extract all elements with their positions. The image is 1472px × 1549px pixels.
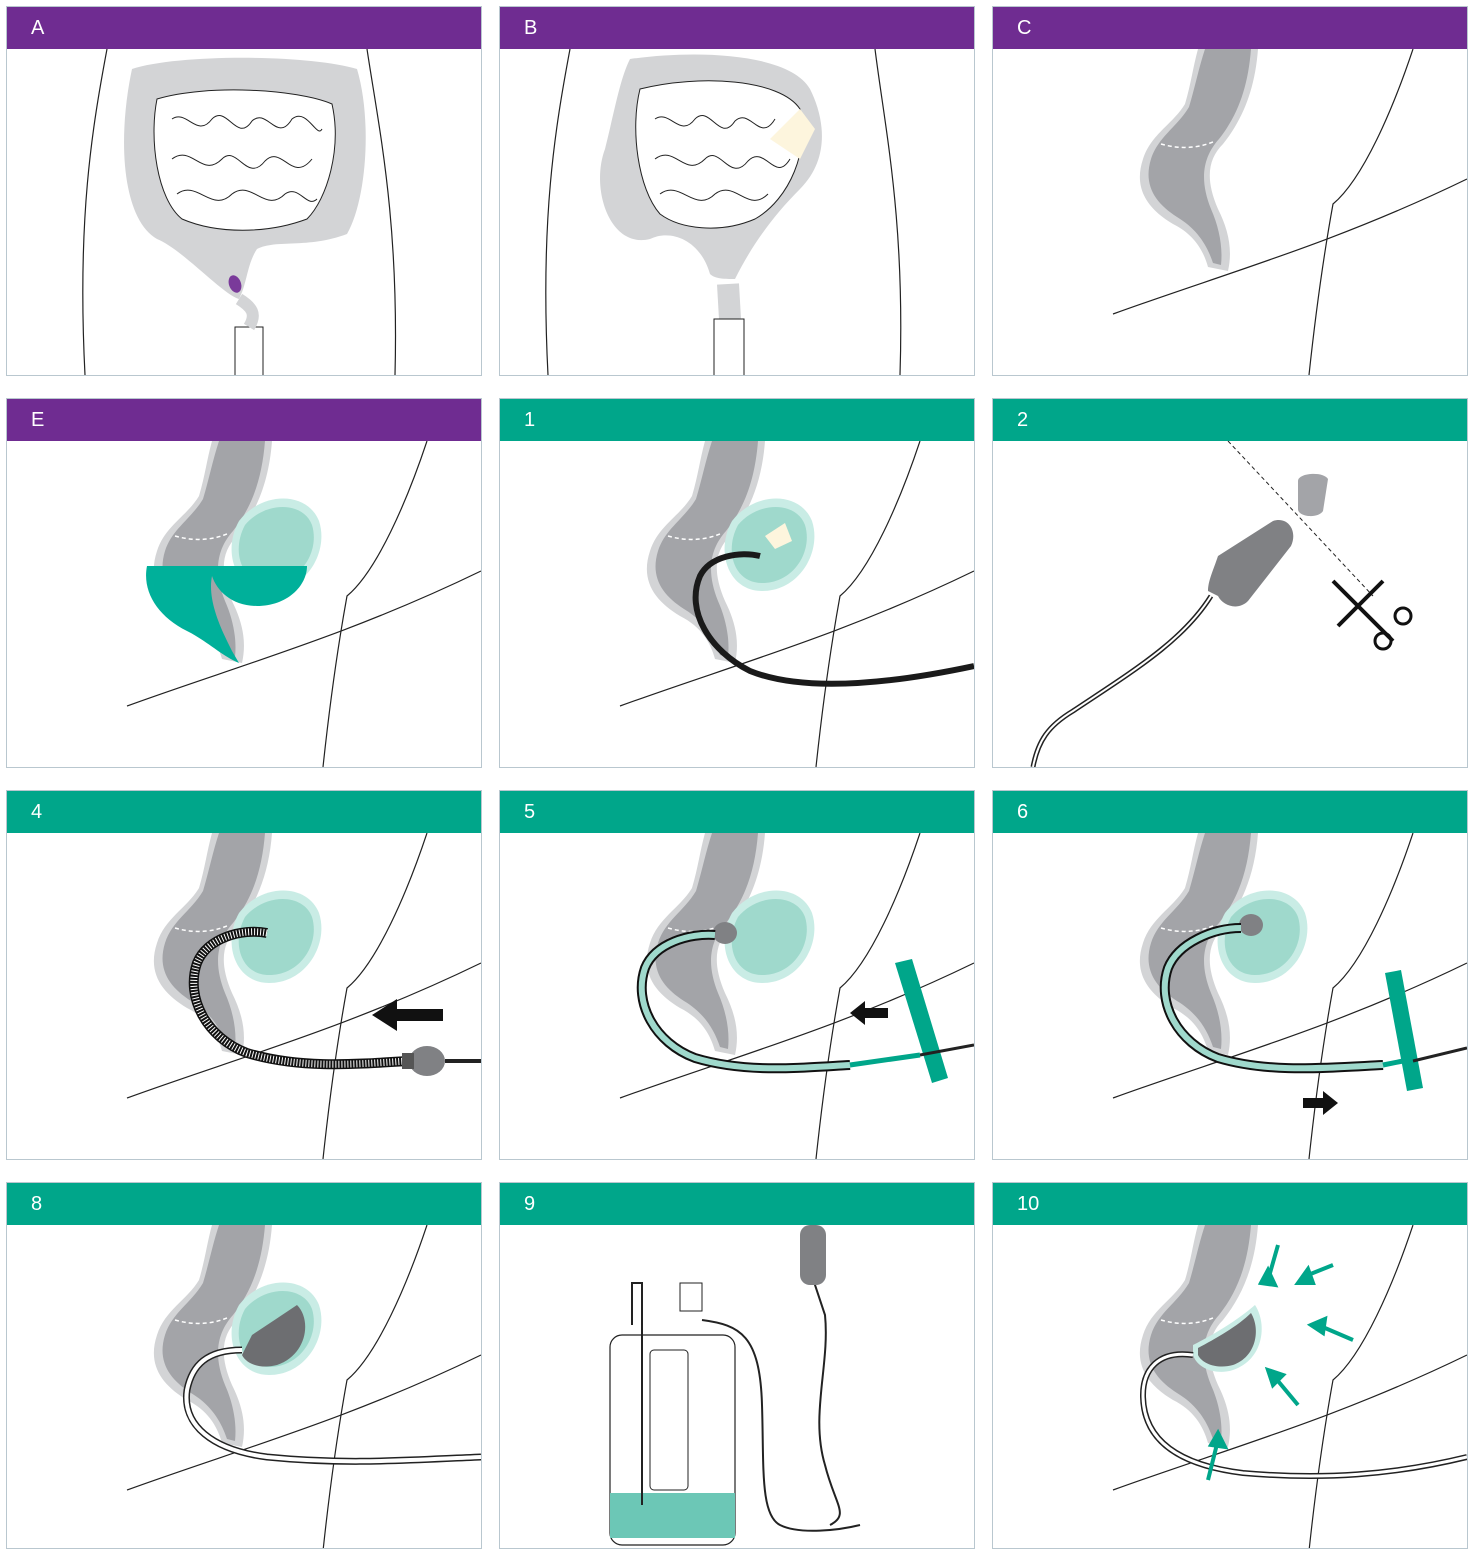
- panel-label: 8: [7, 1183, 481, 1225]
- panel-label: 2: [993, 399, 1467, 441]
- panel-label: 1: [500, 399, 974, 441]
- panel-c: C: [992, 6, 1468, 376]
- rectum-illustration: [993, 49, 1467, 375]
- panel-a: A: [6, 6, 482, 376]
- overtube-illustration: [7, 833, 481, 1159]
- panel-5: 5: [499, 790, 975, 1160]
- panel-label: 9: [500, 1183, 974, 1225]
- panel-1: 1: [499, 398, 975, 768]
- negative-pressure-illustration: [993, 1225, 1467, 1549]
- panel-e: E: [6, 398, 482, 768]
- sponge-placed-illustration: [7, 1225, 481, 1549]
- panel-b: B: [499, 6, 975, 376]
- abdomen-illustration: [7, 49, 481, 375]
- abdomen-illustration: [500, 49, 974, 375]
- panel-label: E: [7, 399, 481, 441]
- panel-label: C: [993, 7, 1467, 49]
- panel-label: 6: [993, 791, 1467, 833]
- panel-9: 9: [499, 1182, 975, 1549]
- introducer-illustration: [500, 833, 974, 1159]
- panel-label: 10: [993, 1183, 1467, 1225]
- panel-label: A: [7, 7, 481, 49]
- endoscope-illustration: [500, 441, 974, 767]
- panel-label: 4: [7, 791, 481, 833]
- withdraw-overtube-illustration: [993, 833, 1467, 1159]
- canister-illustration: [500, 1225, 974, 1549]
- leak-illustration: [7, 441, 481, 767]
- sponge-trim-illustration: [993, 441, 1467, 767]
- panel-10: 10: [992, 1182, 1468, 1549]
- panel-4: 4: [6, 790, 482, 1160]
- panel-8: 8: [6, 1182, 482, 1549]
- panel-6: 6: [992, 790, 1468, 1160]
- panel-label: B: [500, 7, 974, 49]
- panel-2: 2: [992, 398, 1468, 768]
- panel-label: 5: [500, 791, 974, 833]
